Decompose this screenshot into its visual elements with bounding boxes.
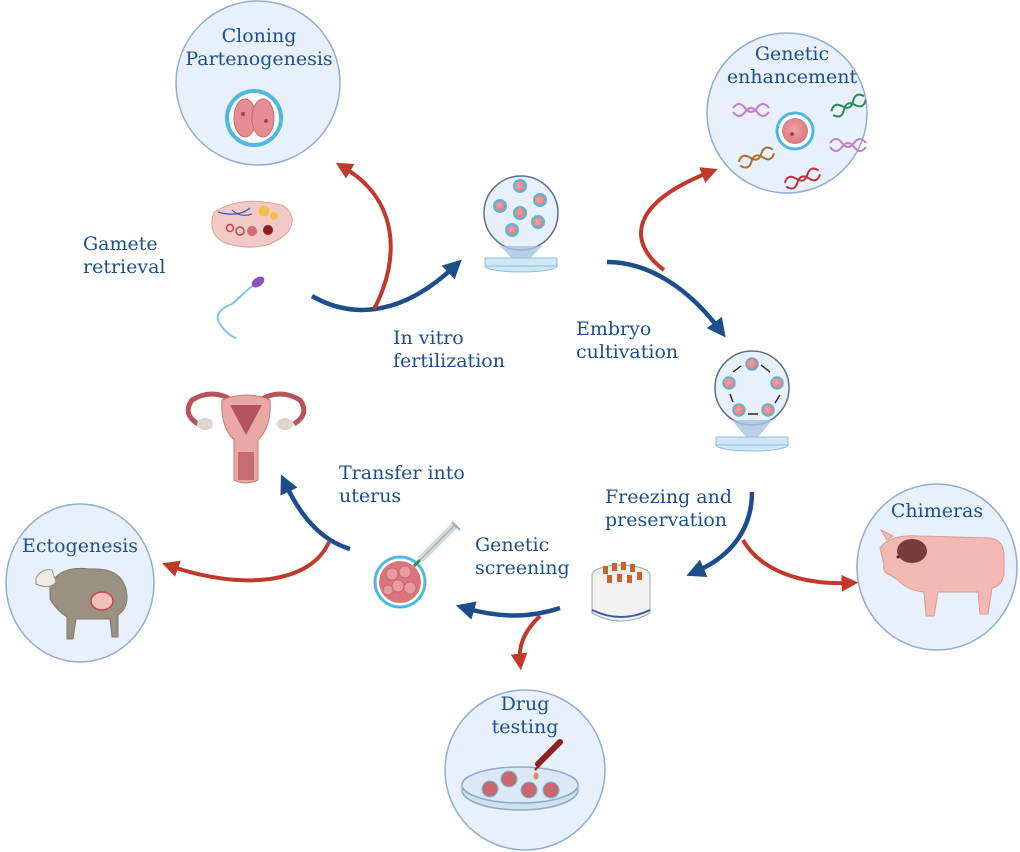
oocyte-icon	[775, 111, 815, 151]
pig-icon	[879, 528, 1005, 617]
branch-arrow-enhancement	[639, 167, 718, 272]
label-line: Drug	[500, 693, 550, 715]
label-line: Transfer into	[339, 462, 465, 484]
branch-arrow-cloning	[335, 162, 393, 310]
dna-strands-icon	[732, 93, 867, 190]
chimeras-circle	[856, 483, 1018, 651]
step-label-embryo-cultivation: Embryo cultivation	[576, 318, 678, 364]
sperm-icon	[216, 276, 265, 339]
label-line: Genetic	[475, 534, 550, 556]
arrow-freezing	[686, 491, 755, 577]
ectogenesis-circle	[5, 503, 155, 663]
arrow-screening	[455, 601, 561, 620]
label-line: Freezing and	[605, 486, 733, 508]
label-line: Ectogenesis	[21, 535, 139, 557]
ivf-dish-icon	[483, 175, 559, 273]
cloning-circle	[175, 0, 341, 166]
label-line: Embryo	[576, 318, 652, 340]
cryo-tank-icon	[591, 562, 651, 622]
label-line: testing	[491, 716, 559, 738]
two-cell-embryo-icon	[225, 89, 283, 147]
label-line: Genetic	[754, 43, 830, 65]
step-label-ivf: In vitro fertilization	[393, 327, 505, 373]
label-line: screening	[475, 557, 570, 579]
branch-arrow-drug-testing	[510, 614, 542, 671]
uterus-icon	[185, 391, 307, 484]
arrow-transfer	[280, 474, 351, 552]
drug-testing-circle	[444, 689, 606, 851]
label-line: enhancement	[726, 66, 858, 88]
app-label-cloning: Cloning Partenogenesis	[178, 25, 340, 71]
label-line: Gamete	[83, 233, 158, 255]
app-label-ectogenesis: Ectogenesis	[6, 535, 154, 558]
label-line: uterus	[339, 485, 402, 507]
embryo-cycle-dish-icon	[714, 350, 790, 452]
arrow-ivf	[310, 259, 462, 313]
blastocyst-injection-icon	[373, 521, 461, 609]
petri-dish-dropper-icon	[461, 739, 579, 811]
label-line: retrieval	[83, 256, 166, 278]
label-line: In vitro	[393, 327, 464, 349]
label-line: cultivation	[576, 341, 679, 363]
step-label-freezing: Freezing and preservation	[605, 486, 732, 532]
label-line: Cloning	[221, 25, 297, 47]
app-label-chimeras: Chimeras	[857, 500, 1017, 523]
app-label-genetic-enhancement: Genetic enhancement	[710, 43, 874, 89]
label-line: Partenogenesis	[185, 48, 333, 70]
label-line: fertilization	[393, 350, 505, 372]
step-label-transfer-uterus: Transfer into uterus	[339, 462, 465, 508]
sheep-icon	[35, 567, 128, 640]
label-line: Chimeras	[890, 500, 984, 522]
step-label-gamete-retrieval: Gamete retrieval	[83, 233, 166, 279]
branch-arrow-chimeras	[741, 538, 859, 592]
step-label-genetic-screening: Genetic screening	[475, 534, 570, 580]
label-line: preservation	[605, 509, 728, 531]
branch-arrow-ectogenesis	[162, 541, 331, 583]
app-label-drug-testing: Drug testing	[445, 693, 605, 739]
arrow-cultivation	[606, 259, 726, 338]
ovary-icon	[211, 200, 293, 248]
genetic-enhancement-circle	[706, 32, 868, 194]
